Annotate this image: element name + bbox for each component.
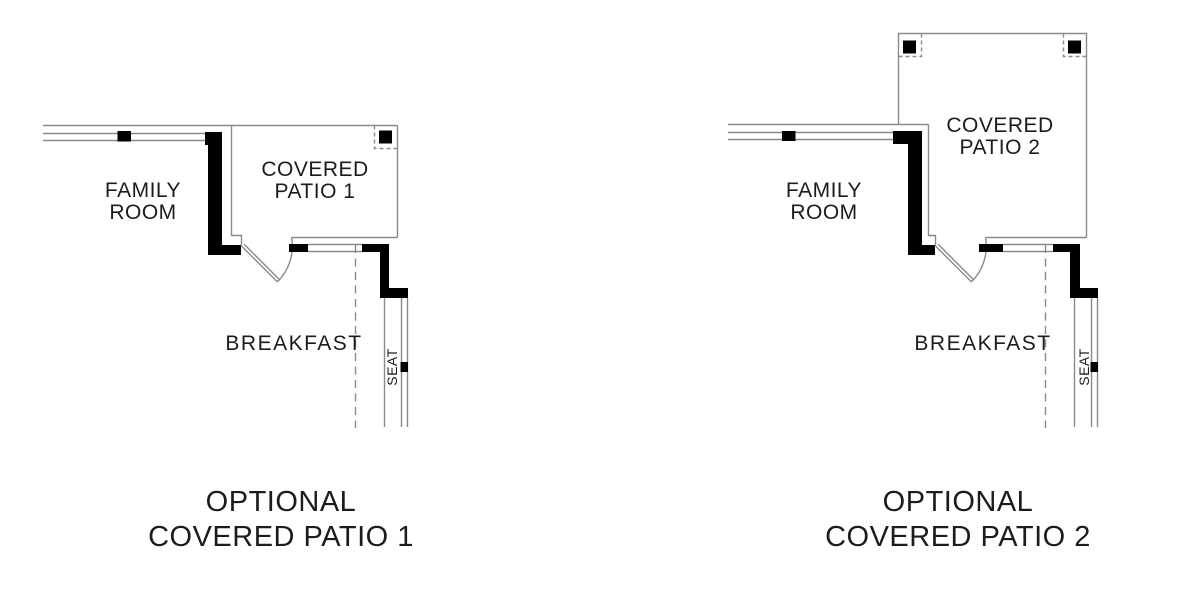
patio-interior-line — [927, 124, 937, 247]
breakfast-label-2: BREAKFAST — [914, 332, 1052, 355]
window-jamb-block — [979, 244, 1003, 252]
thick-wall — [893, 131, 935, 255]
roof-post-right — [1068, 40, 1081, 54]
caption-line1: OPTIONAL — [205, 486, 357, 518]
breakfast-label: BREAKFAST — [225, 332, 363, 355]
roof-post-left — [903, 40, 916, 54]
caption-line2: COVERED PATIO 2 — [825, 521, 1091, 553]
door-leaf — [241, 243, 281, 283]
floor-plan-patio-1 — [43, 124, 409, 428]
family-room-line2: ROOM — [790, 201, 858, 224]
roof-post-outline-left — [898, 33, 923, 58]
patio-outline — [897, 32, 1088, 238]
caption-line1: OPTIONAL — [882, 486, 1034, 518]
patio-label-line2: PATIO 1 — [274, 180, 356, 203]
window-mullion — [117, 131, 131, 142]
family-room-line1: FAMILY — [104, 179, 182, 202]
family-room-window — [728, 131, 893, 141]
family-room-line2: ROOM — [109, 201, 177, 224]
patio-label-line1: COVERED — [946, 114, 1054, 137]
covered-patio-2-label: COVERED PATIO 2 — [946, 115, 1053, 159]
family-room-line1: FAMILY — [785, 179, 863, 202]
roof-post-outline — [373, 125, 398, 150]
door-leaf — [935, 243, 975, 283]
family-room-label-2: FAMILY ROOM — [786, 180, 862, 224]
seat-label: SEAT — [384, 348, 400, 386]
roof-post — [379, 130, 392, 144]
patio-label-line1: COVERED — [261, 158, 369, 181]
window-jamb-block — [289, 244, 308, 252]
thick-wall — [205, 132, 241, 255]
thick-wall-right — [1053, 244, 1098, 298]
window-mullion — [782, 131, 796, 141]
door-swing-arc — [276, 237, 293, 283]
roof-post-outline-right — [1062, 33, 1087, 58]
patio-window — [308, 243, 362, 253]
seat-window-mullion — [1090, 362, 1098, 372]
patio-interior-line — [230, 125, 243, 247]
family-room-label: FAMILY ROOM — [105, 180, 181, 224]
covered-patio-1-label: COVERED PATIO 1 — [261, 159, 368, 203]
seat-window-mullion — [400, 362, 408, 372]
patio-window — [1003, 243, 1053, 253]
seat-label-2: SEAT — [1076, 348, 1092, 386]
caption-patio-2: OPTIONAL COVERED PATIO 2 — [825, 485, 1091, 555]
patio-label-line2: PATIO 2 — [959, 136, 1041, 159]
thick-wall-right — [362, 244, 408, 298]
door-swing-arc — [970, 237, 987, 283]
caption-patio-1: OPTIONAL COVERED PATIO 1 — [148, 485, 414, 555]
floor-plan-patio-2 — [728, 32, 1099, 428]
caption-line2: COVERED PATIO 1 — [148, 521, 414, 553]
